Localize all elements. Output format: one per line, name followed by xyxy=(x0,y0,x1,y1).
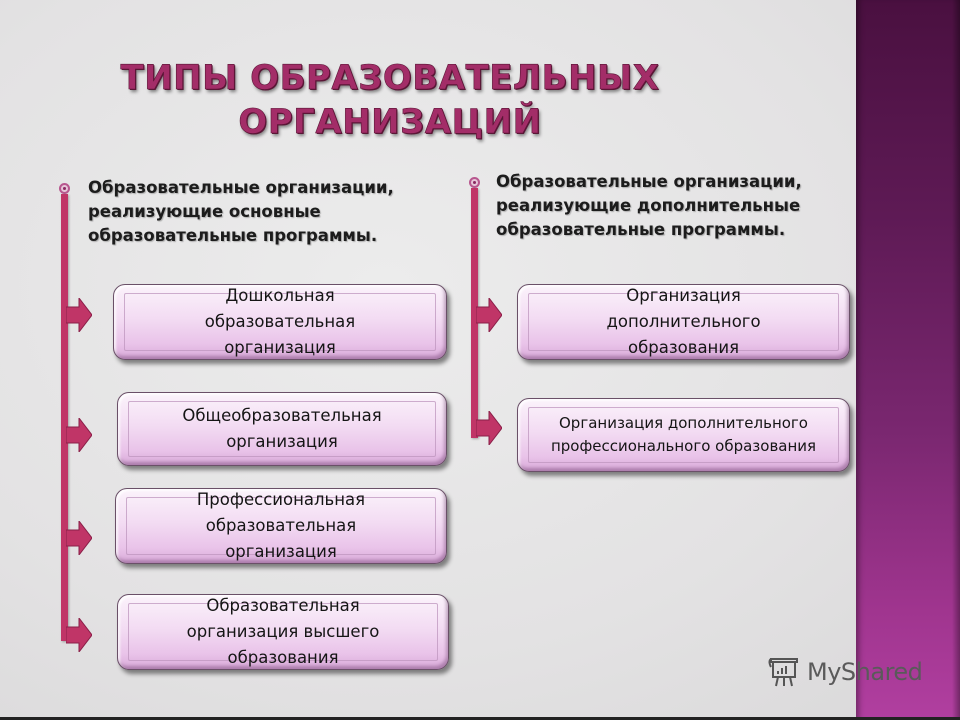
arrow-right-icon xyxy=(66,418,92,452)
box-general-education-organization: Общеобразовательная организация xyxy=(117,392,447,466)
title-line-2: ОРГАНИЗАЦИЙ xyxy=(238,102,542,143)
right-connector-line xyxy=(471,188,478,438)
box-label: Организация дополнительного образования xyxy=(606,286,761,357)
arrow-right-icon xyxy=(66,521,92,555)
box-label: Дошкольная образовательная организация xyxy=(204,286,356,357)
box-professional-organization: Профессиональная образовательная организ… xyxy=(115,488,447,564)
left-connector-line xyxy=(61,194,68,641)
arrow-right-icon xyxy=(66,618,92,652)
bullet-icon xyxy=(469,177,480,188)
arrow-right-icon xyxy=(476,298,502,332)
box-higher-education-organization: Образовательная организация высшего обра… xyxy=(117,594,449,670)
box-label: Организация дополнительного профессионал… xyxy=(550,414,817,455)
slide-title: ТИПЫ ОБРАЗОВАТЕЛЬНЫХ ОРГАНИЗАЦИЙ xyxy=(100,56,680,144)
left-heading: Образовательные организации, реализующие… xyxy=(88,178,394,245)
box-additional-education-organization: Организация дополнительного образования xyxy=(517,284,850,360)
watermark-text: MyShared xyxy=(807,658,923,686)
box-additional-professional-education-organization: Организация дополнительного профессионал… xyxy=(517,398,850,472)
box-label: Образовательная организация высшего обра… xyxy=(186,596,380,667)
box-label: Общеобразовательная организация xyxy=(182,406,382,451)
decorative-side-band xyxy=(856,0,960,720)
box-label: Профессиональная образовательная организ… xyxy=(196,490,366,561)
bullet-icon xyxy=(59,183,70,194)
title-line-1: ТИПЫ ОБРАЗОВАТЕЛЬНЫХ xyxy=(120,58,660,99)
right-heading: Образовательные организации, реализующие… xyxy=(496,172,802,239)
presentation-board-icon xyxy=(768,658,798,687)
box-preschool-organization: Дошкольная образовательная организация xyxy=(113,284,447,360)
arrow-right-icon xyxy=(476,411,502,445)
arrow-right-icon xyxy=(66,298,92,332)
watermark: MyShared xyxy=(767,655,923,689)
bottom-edge xyxy=(0,717,960,720)
